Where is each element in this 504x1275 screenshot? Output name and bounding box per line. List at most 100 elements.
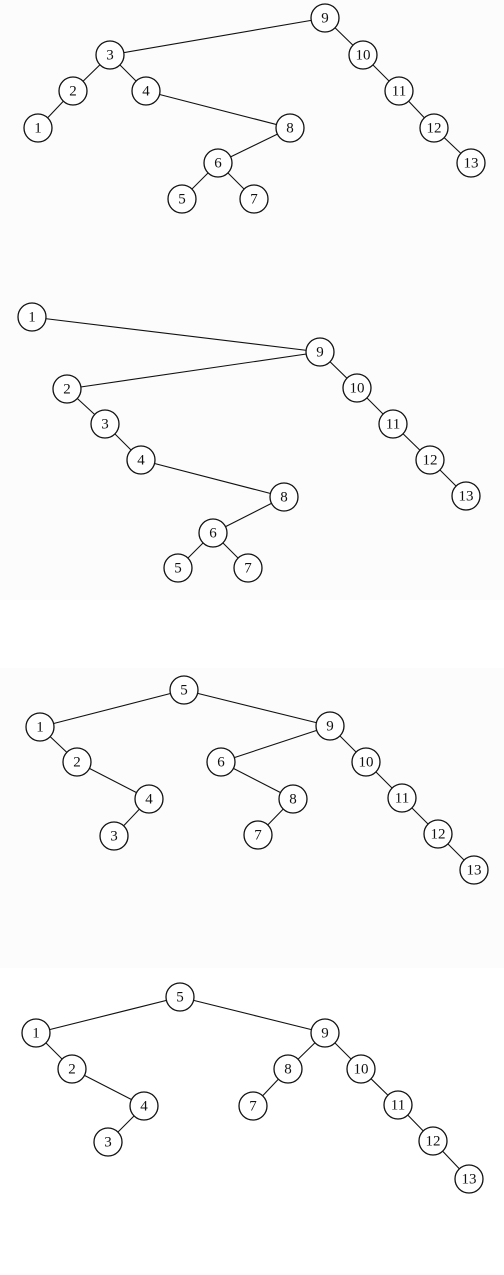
node-circle [58, 76, 88, 106]
node-label: 12 [423, 453, 438, 469]
node-circle [273, 1054, 303, 1084]
node-label: 2 [63, 382, 71, 398]
edge-1-9 [31, 316, 321, 353]
node-circle [451, 481, 481, 511]
node-label: 1 [36, 720, 44, 736]
node-label: 10 [354, 1062, 369, 1078]
node-circle [418, 1126, 448, 1156]
tree-node-11: 11 [384, 76, 414, 106]
node-circle [310, 1018, 340, 1048]
tree-node-7: 7 [238, 1091, 268, 1121]
node-label: 6 [217, 755, 225, 771]
tree-node-5: 5 [165, 982, 195, 1012]
node-label: 13 [467, 863, 482, 879]
node-circle [165, 982, 195, 1012]
tree-node-12: 12 [423, 819, 453, 849]
tree-node-12: 12 [415, 445, 445, 475]
tree-node-9: 9 [305, 337, 335, 367]
tree-node-1: 1 [17, 302, 47, 332]
node-circle [383, 1090, 413, 1120]
node-label: 2 [68, 1062, 76, 1078]
edge-4-8 [145, 90, 291, 129]
tree-node-10: 10 [346, 1054, 376, 1084]
node-label: 8 [289, 792, 297, 808]
node-circle [384, 76, 414, 106]
edge-4-8 [140, 459, 285, 498]
tree-node-13: 13 [456, 148, 486, 178]
tree-node-3: 3 [90, 409, 120, 439]
tree-node-13: 13 [454, 1164, 484, 1194]
tree-node-6: 6 [206, 747, 236, 777]
tree-node-4: 4 [129, 1091, 159, 1121]
node-circle [99, 821, 129, 851]
node-circle [305, 337, 335, 367]
node-circle [17, 302, 47, 332]
tree-node-7: 7 [243, 820, 273, 850]
node-circle [95, 40, 125, 70]
node-label: 3 [110, 829, 118, 845]
tree-node-5: 5 [163, 553, 193, 583]
node-label: 7 [254, 828, 262, 844]
node-circle [454, 1164, 484, 1194]
node-label: 13 [464, 156, 479, 172]
node-circle [348, 40, 378, 70]
edge-5-1 [35, 996, 181, 1034]
node-label: 5 [176, 990, 184, 1006]
tree-node-2: 2 [57, 1054, 87, 1084]
tree-node-4: 4 [131, 76, 161, 106]
node-circle [238, 1091, 268, 1121]
node-circle [387, 783, 417, 813]
node-circle [275, 113, 305, 143]
node-circle [346, 1054, 376, 1084]
node-circle [129, 1091, 159, 1121]
node-label: 4 [137, 453, 145, 469]
tree-node-6: 6 [203, 148, 233, 178]
node-label: 5 [174, 561, 182, 577]
node-circle [278, 784, 308, 814]
node-circle [52, 374, 82, 404]
node-circle [459, 855, 489, 885]
node-label: 4 [145, 792, 153, 808]
node-circle [23, 113, 53, 143]
tree-node-13: 13 [459, 855, 489, 885]
tree-node-8: 8 [269, 482, 299, 512]
node-label: 5 [178, 192, 186, 208]
node-label: 2 [69, 84, 77, 100]
node-circle [456, 148, 486, 178]
node-label: 8 [286, 121, 294, 137]
edge-5-1 [39, 689, 185, 728]
tree-node-10: 10 [351, 747, 381, 777]
node-label: 13 [459, 489, 474, 505]
node-circle [134, 784, 164, 814]
node-circle [126, 445, 156, 475]
node-label: 10 [350, 381, 365, 397]
tree-node-7: 7 [233, 553, 263, 583]
tree-node-10: 10 [348, 40, 378, 70]
node-label: 3 [104, 1135, 112, 1151]
node-circle [131, 76, 161, 106]
node-label: 2 [73, 755, 81, 771]
tree-node-8: 8 [275, 113, 305, 143]
tree-node-3: 3 [95, 40, 125, 70]
node-circle [239, 184, 269, 214]
node-circle [90, 409, 120, 439]
node-circle [342, 373, 372, 403]
node-circle [169, 675, 199, 705]
node-circle [378, 409, 408, 439]
node-label: 10 [356, 48, 371, 64]
tree-node-11: 11 [383, 1090, 413, 1120]
node-circle [57, 1054, 87, 1084]
edge-9-3 [109, 17, 326, 56]
node-label: 1 [34, 121, 42, 137]
node-circle [167, 184, 197, 214]
node-circle [206, 747, 236, 777]
node-circle [62, 747, 92, 777]
node-label: 6 [214, 156, 222, 172]
